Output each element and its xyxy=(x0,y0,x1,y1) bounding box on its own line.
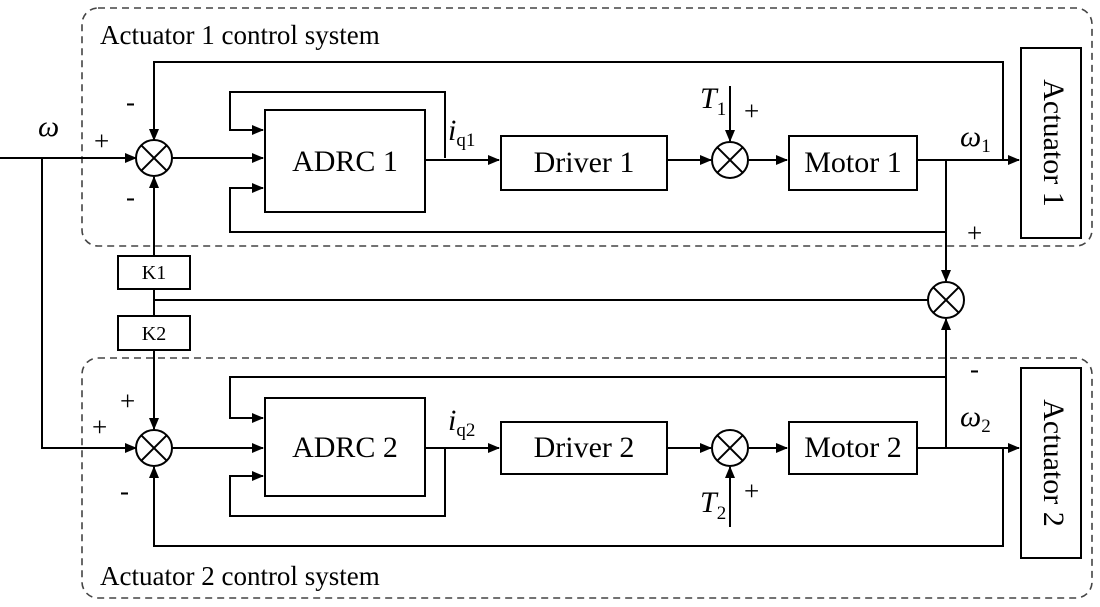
adrc2-label: ADRC 2 xyxy=(292,431,398,464)
omega2-label: ω2 xyxy=(960,400,991,437)
t2-label: T2 xyxy=(700,486,726,524)
sign-sum1-left: + xyxy=(94,126,109,156)
adrc1-label: ADRC 1 xyxy=(292,145,398,178)
omega-branch-to-sum2 xyxy=(41,158,137,453)
sign-comparator-minus: - xyxy=(970,354,979,384)
driver1-label: Driver 1 xyxy=(534,146,635,179)
omega2-feedback-line xyxy=(149,448,1004,547)
driver1-block: Driver 1 xyxy=(500,135,668,191)
motor2-block: Motor 2 xyxy=(788,421,918,475)
adrc2-loop-bottom xyxy=(229,448,446,517)
adrc2-block: ADRC 2 xyxy=(264,397,426,497)
iq1-label: iq1 xyxy=(448,114,475,151)
sign-comparator-plus: + xyxy=(967,218,982,248)
sign-sum2-top: + xyxy=(120,386,135,416)
k1-label: K1 xyxy=(142,262,166,284)
driver2-block: Driver 2 xyxy=(500,421,668,475)
sign-t1-plus: + xyxy=(744,96,759,126)
motor2-label: Motor 2 xyxy=(804,431,902,464)
k2-label: K2 xyxy=(142,323,166,345)
actuator1-system-boundary xyxy=(81,7,1093,247)
actuator2-block: Actuator 2 xyxy=(1020,367,1082,559)
k2-gain-block: K2 xyxy=(117,315,191,351)
sum-junction-1 xyxy=(135,139,173,177)
sign-t2-plus: + xyxy=(744,476,759,506)
sign-sum2-bottom: - xyxy=(120,476,129,506)
sign-sum1-top: - xyxy=(126,87,135,117)
sum-junction-2 xyxy=(135,429,173,467)
actuator1-label: Actuator 1 xyxy=(1037,79,1070,206)
actuator2-system-boundary xyxy=(81,357,1093,599)
adrc1-loop-top xyxy=(229,91,446,158)
actuator1-system-title: Actuator 1 control system xyxy=(100,20,380,50)
motor1-label: Motor 1 xyxy=(804,146,902,179)
t1-label: T1 xyxy=(700,82,726,120)
k1-gain-block: K1 xyxy=(117,255,191,290)
actuator2-system-title: Actuator 2 control system xyxy=(100,561,380,591)
torque-sum-junction-1 xyxy=(711,141,749,179)
motor1-block: Motor 1 xyxy=(788,135,918,191)
sign-sum2-left: + xyxy=(92,412,107,442)
omega-input-label: ω xyxy=(38,110,59,143)
sign-sum1-bottom: - xyxy=(126,182,135,212)
adrc1-block: ADRC 1 xyxy=(264,109,426,213)
torque-sum-junction-2 xyxy=(711,429,749,467)
omega1-label: ω1 xyxy=(960,120,991,157)
adrc2-loop-top xyxy=(229,376,947,448)
omega1-feedback-line xyxy=(149,61,1004,160)
adrc1-loop-bottom xyxy=(229,160,947,233)
actuator1-block: Actuator 1 xyxy=(1020,47,1082,239)
iq2-label: iq2 xyxy=(448,404,475,441)
actuator2-label: Actuator 2 xyxy=(1037,399,1070,526)
driver2-label: Driver 2 xyxy=(534,431,635,464)
speed-comparator-junction xyxy=(927,281,965,319)
